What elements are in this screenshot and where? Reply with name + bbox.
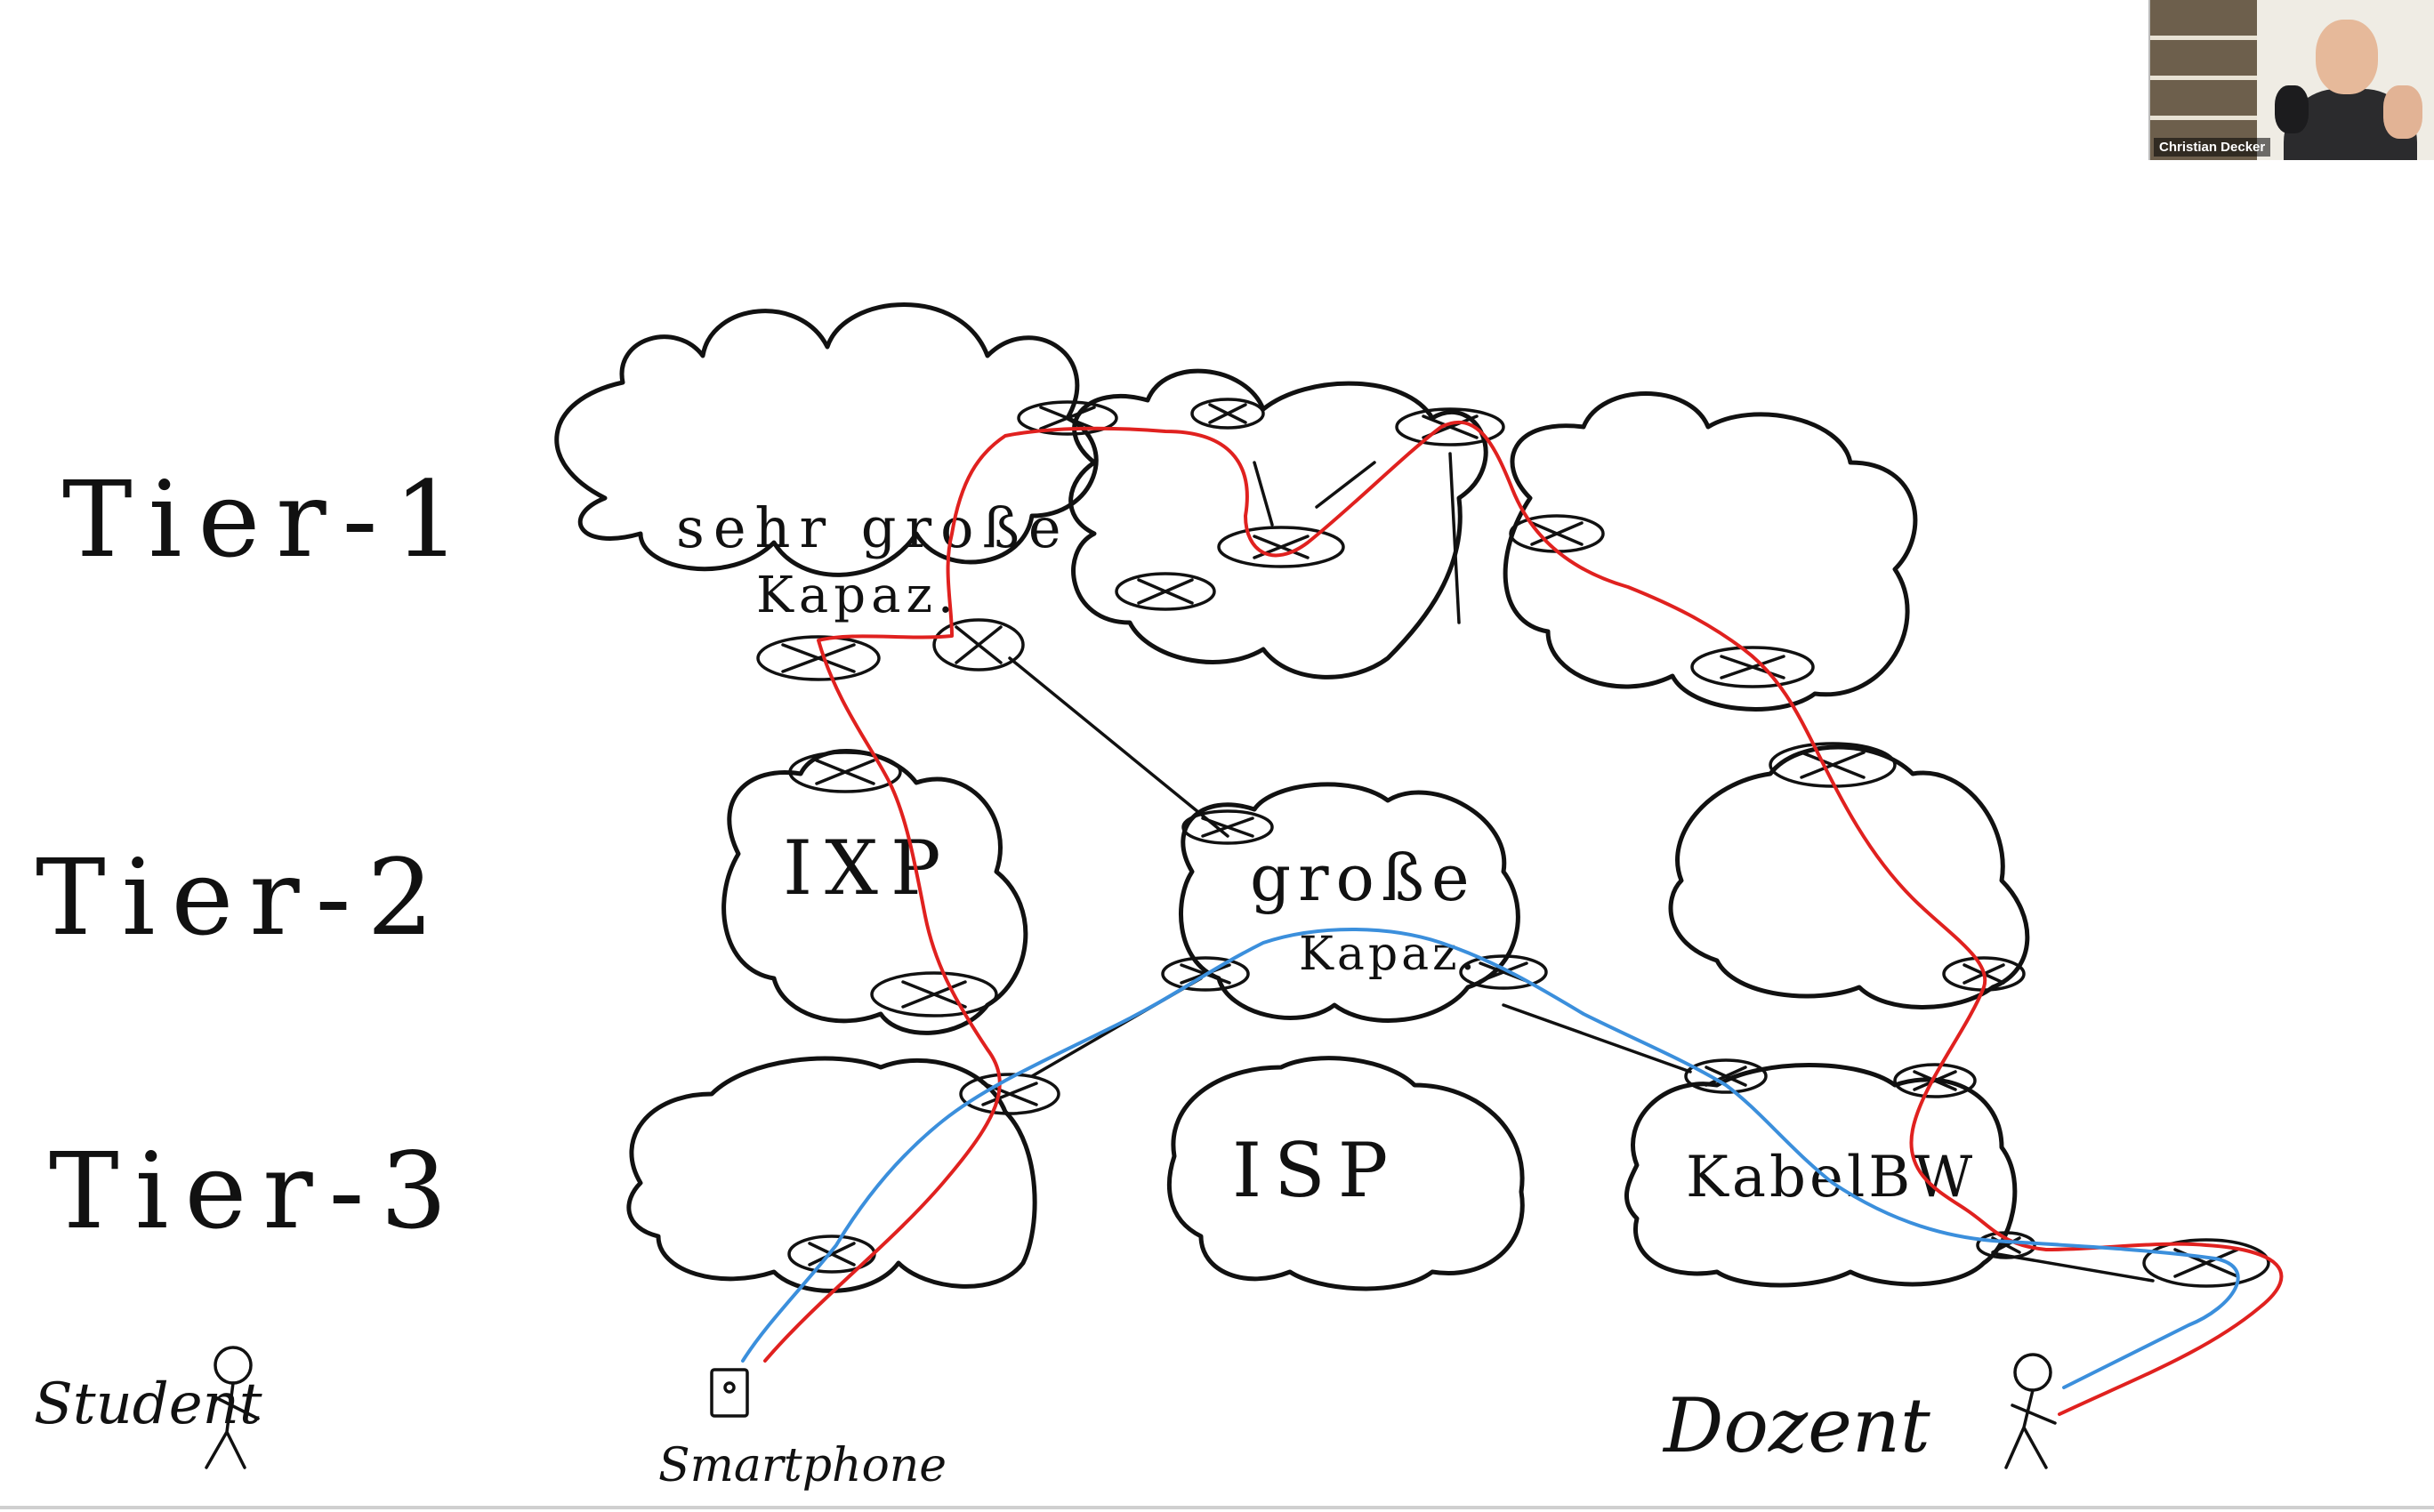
router-icon <box>1115 572 1216 611</box>
participant-name-tag: Christian Decker <box>2154 138 2271 157</box>
student-figure: Student <box>34 1346 262 1469</box>
webcam-video-tile[interactable]: Christian Decker <box>2148 0 2434 160</box>
router-icon <box>1017 400 1118 436</box>
tier1-left-cloud-text-1: sehr große <box>676 495 1070 560</box>
tier1-cloud-right <box>1503 391 1918 712</box>
router-icon <box>1509 514 1605 553</box>
router-icon <box>1181 809 1274 845</box>
tier2-left-cloud-text: IXP <box>783 824 954 912</box>
router-icon <box>1684 1058 1768 1094</box>
tier1-left-cloud-text-2: Kapaz. <box>756 567 959 624</box>
tier2-label: Tier-2 <box>36 836 450 959</box>
tier2-cloud-center: große Kapaz. <box>1179 782 1520 1023</box>
router-icon <box>756 635 881 681</box>
tier3-center-cloud-text: ISP <box>1232 1127 1400 1214</box>
blue-route-path <box>741 928 2240 1389</box>
tier2-cloud-left: IXP <box>721 749 1028 1035</box>
tier3-label: Tier-3 <box>49 1130 463 1252</box>
shelf-board <box>2150 36 2257 40</box>
router-icon <box>1690 646 1815 688</box>
router-icon <box>1769 742 1897 788</box>
dozent-label: Dozent <box>1662 1382 1930 1469</box>
red-route-path <box>763 420 2284 1416</box>
router-icon <box>870 971 998 1017</box>
tier2-cloud-right <box>1668 744 2030 1009</box>
network-links <box>1008 452 2155 1283</box>
student-label: Student <box>34 1371 262 1437</box>
tier3-cloud-center: ISP <box>1167 1056 1525 1291</box>
router-icon <box>788 751 902 793</box>
tier3-right-cloud-text: KabelBW <box>1686 1145 1976 1210</box>
tier2-center-cloud-text-2: Kapaz. <box>1299 928 1479 981</box>
participant-head <box>2316 20 2378 94</box>
tier1-label: Tier-1 <box>62 458 477 581</box>
tier2-center-cloud-text-1: große <box>1250 840 1477 915</box>
router-icon <box>1190 398 1265 430</box>
smartphone-sketch: Smartphone <box>658 1368 947 1492</box>
shelf-board <box>2150 116 2257 120</box>
bookshelf-background <box>2150 0 2257 160</box>
tier1-cloud-left: sehr große Kapaz. <box>554 302 1099 624</box>
router-icon <box>932 618 1025 672</box>
router-icon <box>2142 1238 2270 1288</box>
tier3-cloud-left <box>626 1056 1037 1293</box>
router-icon <box>1217 526 1345 568</box>
participant-hand-right <box>2383 85 2422 139</box>
router-icon <box>1893 1063 1977 1098</box>
dozent-figure: Dozent <box>1662 1353 2057 1469</box>
shelf-board <box>2150 76 2257 80</box>
router-icon <box>959 1073 1060 1115</box>
participant-hand-left <box>2275 85 2309 133</box>
smartphone-label: Smartphone <box>658 1439 947 1492</box>
routers <box>756 398 2270 1288</box>
